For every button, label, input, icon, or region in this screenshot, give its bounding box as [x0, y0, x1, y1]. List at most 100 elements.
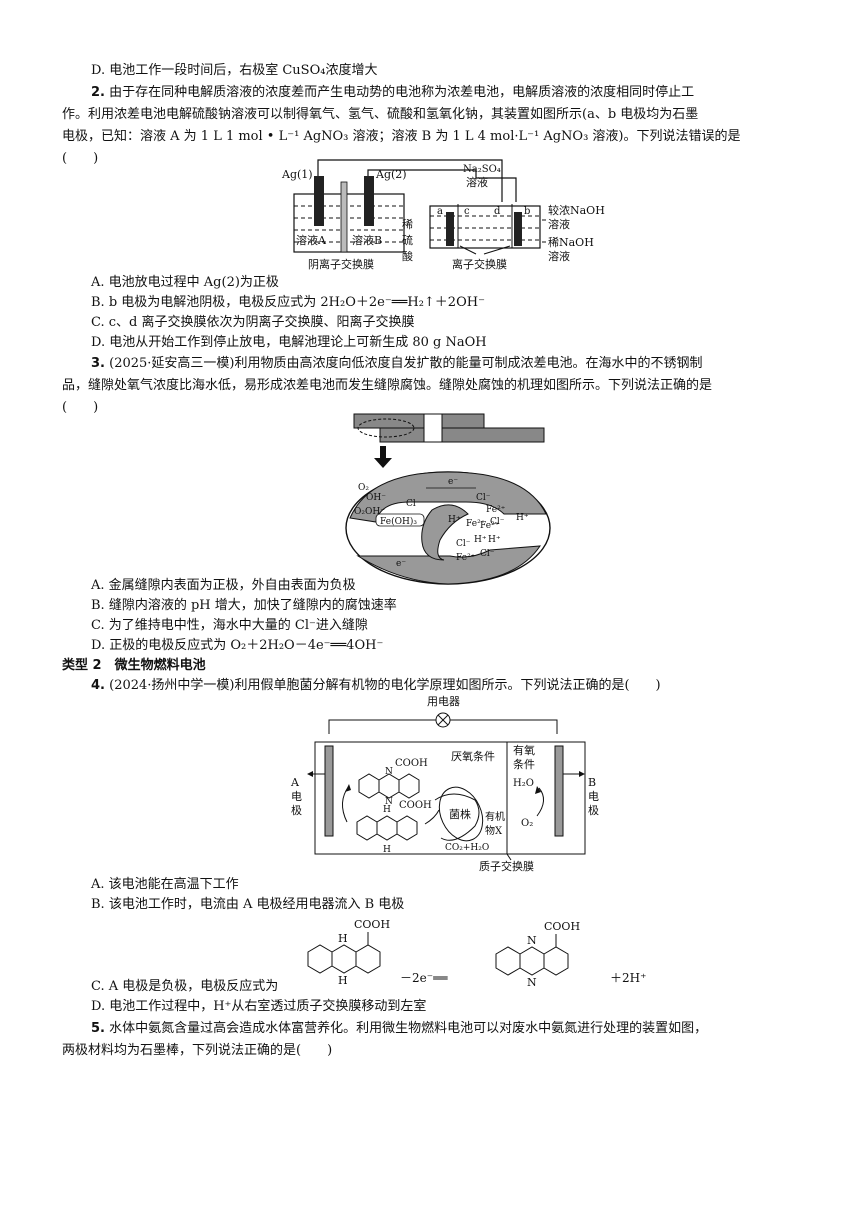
dilute-naoh-1: 稀NaOH — [548, 236, 594, 249]
hplus2-label: H⁺ — [516, 513, 529, 523]
option-c-post: ＋2H⁺ — [610, 971, 646, 985]
o2-label: O₂ — [521, 818, 533, 829]
q3-stem-text1: (2025·延安高三一模)利用物质由高浓度向低浓度自发扩散的能量可制成浓差电池。… — [109, 356, 703, 371]
q4-option-a: A. 该电池能在高温下工作 — [91, 877, 239, 892]
q2-number: 2. — [91, 85, 105, 100]
cooh1: COOH — [395, 758, 428, 769]
feoh3-label: Fe(OH)₃ — [380, 516, 417, 527]
ion-membrane-label: 离子交换膜 — [452, 257, 507, 271]
b-elec-3: 极 — [588, 803, 599, 817]
struct-left-h-top: H — [338, 932, 348, 945]
fe3-label: Fe²⁺ — [480, 521, 500, 531]
h1: H — [383, 805, 391, 815]
a-elec-1: A — [290, 776, 300, 789]
q3-option-d: D. 正极的电极反应式为 O₂＋2H₂O－4e⁻══4OH⁻ — [91, 638, 384, 653]
cl4-label: Cl⁻ — [456, 539, 471, 549]
na2so4-sol-label: 溶液 — [466, 175, 488, 189]
load-label: 用电器 — [427, 695, 460, 708]
aerobic-1: 有氧 — [513, 743, 535, 757]
q3-figure: e⁻ O₂ OH⁻ O₂OH⁻ Cl⁻ Fe(OH)₃ H⁺ Fe²⁺ Cl⁻ … — [345, 413, 551, 585]
dilute-acid-1: 稀 — [402, 218, 413, 231]
q4-number: 4. — [91, 678, 105, 693]
hplus4-label: H⁺ — [488, 535, 501, 545]
o2oh-label: O₂OH⁻ — [354, 507, 385, 517]
q2-stem-line3: 电极，已知：溶液 A 为 1 L 1 mol • L⁻¹ AgNO₃ 溶液；溶液… — [62, 129, 741, 144]
solA-label: 溶液A — [296, 233, 327, 247]
q2-stem-line2: 作。利用浓差电池电解硫酸钠溶液可以制得氧气、氢气、硫酸和氢氧化钠，其装置如图所示… — [62, 107, 699, 122]
e-top: e⁻ — [448, 477, 458, 487]
dilute-acid-2: 硫 — [402, 233, 413, 247]
conc-naoh-1: 较浓NaOH — [548, 203, 605, 217]
electrode-a — [324, 745, 334, 837]
q2-option-c: C. c、d 离子交换膜依次为阴离子交换膜、阳离子交换膜 — [91, 315, 415, 330]
anaerobic-label: 厌氧条件 — [451, 749, 495, 763]
type2-heading: 类型 2 微生物燃料电池 — [62, 658, 206, 673]
q4-option-d: D. 电池工作过程中，H⁺从右室透过质子交换膜移动到左室 — [91, 999, 427, 1014]
cl3-label: Cl⁻ — [490, 517, 505, 527]
ag2-label: Ag(2) — [375, 168, 407, 181]
q3-option-a: A. 金属缝隙内表面为正极，外自由表面为负极 — [91, 578, 356, 593]
struct-right-cooh: COOH — [544, 920, 580, 933]
q5-number: 5. — [91, 1021, 105, 1036]
ag1-electrode — [314, 176, 324, 226]
b-elec-2: 电 — [588, 790, 599, 803]
q3-stem-line1: 3. (2025·延安高三一模)利用物质由高浓度向低浓度自发扩散的能量可制成浓差… — [91, 355, 703, 373]
q4-option-c-pre: C. A 电极是负极，电极反应式为 — [91, 979, 279, 994]
solB-label: 溶液B — [352, 233, 382, 247]
n1: N — [385, 767, 393, 777]
hplus3-label: H⁺ — [474, 535, 487, 545]
q3-number: 3. — [91, 356, 105, 371]
q3-stem-line2: 品，缝隙处氧气浓度比海水低，易形成浓差电池而发生缝隙腐蚀。缝隙处腐蚀的机理如图所… — [62, 378, 713, 393]
dilute-acid-3: 酸 — [402, 249, 413, 263]
e-bottom: e⁻ — [396, 559, 406, 569]
anion-membrane — [340, 181, 348, 253]
na2so4-label: Na₂SO₄ — [463, 164, 501, 175]
q3-paren: ( ) — [62, 400, 99, 415]
label-a: a — [437, 206, 443, 217]
label-b: b — [524, 206, 530, 217]
o2-label: O₂ — [358, 483, 369, 493]
q3-option-c: C. 为了维持电中性，海水中大量的 Cl⁻进入缝隙 — [91, 618, 368, 633]
dilute-naoh-2: 溶液 — [548, 249, 570, 263]
oh1-label: OH⁻ — [366, 493, 386, 503]
n2: N — [385, 797, 393, 807]
fe4-label: Fe²⁺ — [456, 553, 476, 563]
struct-right-n2: N — [527, 976, 537, 989]
strain-label: 菌株 — [449, 807, 471, 821]
co2h2o-label: CO₂+H₂O — [445, 843, 489, 853]
q4-figure: 用电器 A 电 极 B 电 极 COOH N N H COOH H 厌氧条件 菌… — [290, 695, 599, 873]
fe2-label: Fe²⁺ — [486, 505, 506, 515]
struct-left-h-bottom: H — [338, 974, 348, 987]
q5-stem-text1: 水体中氨氮含量过高会造成水体富营养化。利用微生物燃料电池可以对废水中氨氮进行处理… — [109, 1021, 708, 1036]
hplus1-label: H⁺ — [448, 515, 461, 525]
q2-paren: ( ) — [62, 151, 99, 166]
label-d: d — [494, 206, 501, 217]
h2: H — [383, 845, 391, 855]
a-elec-2: 电 — [291, 790, 302, 803]
q4-option-c-equation: H H COOH －2e⁻══ N N COOH ＋2H⁺ — [307, 918, 646, 989]
cl2-label: Cl⁻ — [476, 493, 491, 503]
q4-option-b: B. 该电池工作时，电流由 A 电极经用电器流入 B 电极 — [91, 897, 405, 912]
q1-option-d: D. 电池工作一段时间后，右极室 CuSO₄浓度增大 — [91, 63, 378, 78]
q2-option-d: D. 电池从开始工作到停止放电，电解池理论上可新生成 80 g NaOH — [91, 335, 487, 350]
organic-1: 有机 — [485, 810, 505, 823]
a-elec-3: 极 — [291, 803, 302, 817]
option-c-minus: －2e⁻══ — [400, 971, 448, 985]
ag1-label: Ag(1) — [281, 168, 313, 181]
b-elec-1: B — [588, 776, 596, 789]
struct-left-cooh: COOH — [354, 918, 390, 931]
organic-2: 物X — [485, 824, 503, 837]
q2-figure: Ag(1) Ag(2) 溶液A 溶液B 阴离子交换膜 Na₂SO₄ 溶液 a c… — [281, 159, 605, 271]
aerobic-2: 条件 — [513, 757, 535, 771]
q2-stem-line1: 2. 由于存在同种电解质溶液的浓度差而产生电动势的电池称为浓差电池，电解质溶液的… — [91, 84, 694, 102]
q5-stem-line1: 5. 水体中氨氮含量过高会造成水体富营养化。利用微生物燃料电池可以对废水中氨氮进… — [91, 1020, 707, 1038]
q3-option-b: B. 缝隙内溶液的 pH 增大，加快了缝隙内的腐蚀速率 — [91, 598, 397, 613]
cl5-label: Cl⁻ — [480, 549, 495, 559]
electrode-b — [514, 212, 522, 246]
q2-option-a: A. 电池放电过程中 Ag(2)为正极 — [91, 275, 279, 290]
q2-stem-text1: 由于存在同种电解质溶液的浓度差而产生电动势的电池称为浓差电池，电解质溶液的浓度相… — [109, 85, 695, 100]
ag2-electrode — [364, 176, 374, 226]
q5-stem-line2: 两极材料均为石墨棒，下列说法正确的是( ) — [62, 1043, 333, 1058]
q2-option-b: B. b 电极为电解池阴极，电极反应式为 2H₂O＋2e⁻══H₂↑＋2OH⁻ — [91, 295, 485, 310]
conc-naoh-2: 溶液 — [548, 217, 570, 231]
